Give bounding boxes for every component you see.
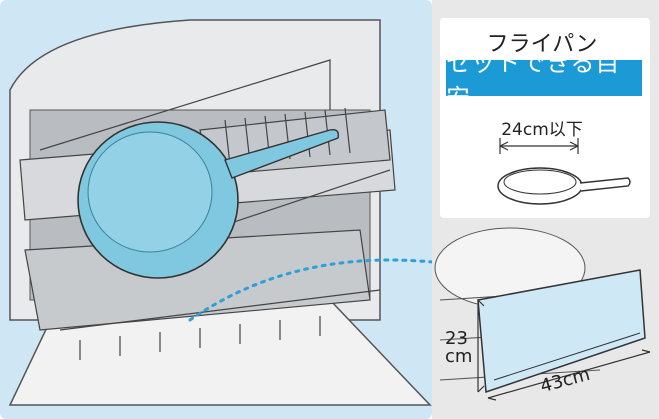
cutting-board [477,269,646,394]
pan-size-dimension [499,138,579,154]
board-height-value: 23 [445,328,468,349]
board-dimension-lines [477,299,651,401]
frying-pan-icon [497,167,631,205]
board-height-unit: cm [445,346,473,367]
pan-title: フライパン [486,32,598,57]
board-height-label: 23 cm [445,330,472,366]
pan-size-label: 24cm以下 [501,120,583,140]
frying-pan-in-rack [77,121,340,279]
set-guide-banner: セットできる目安 [446,49,642,112]
dotted-guide-line [188,258,512,322]
